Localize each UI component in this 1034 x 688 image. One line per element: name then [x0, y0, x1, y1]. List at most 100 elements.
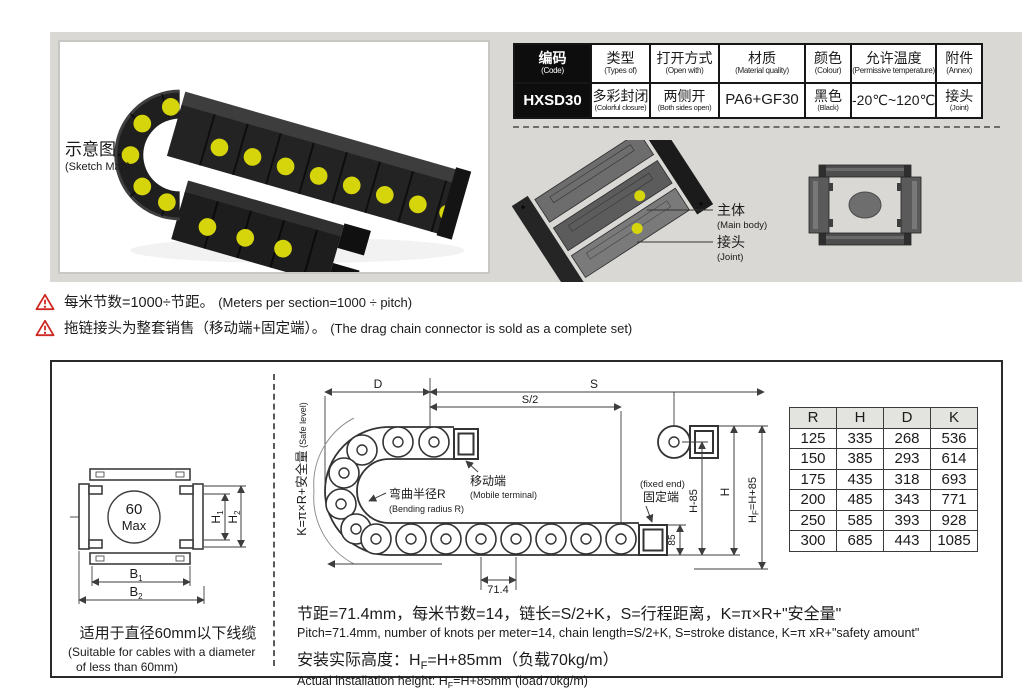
- dim-h2: H2: [226, 510, 242, 524]
- pitch-formula-en: Pitch=71.4mm, number of knots per meter=…: [297, 626, 920, 640]
- chain-links: [325, 426, 637, 555]
- dim-cell: 771: [930, 489, 978, 511]
- dim-cell: 614: [930, 448, 978, 470]
- chain-link-pins: [335, 436, 627, 545]
- spec-header-row: 编码(Code) 类型(Types of) 打开方式(Open with) 材质…: [513, 43, 984, 84]
- dim-header-cell: R: [789, 407, 837, 429]
- dim-cell: 318: [883, 468, 931, 490]
- note-pitch: 每米节数=1000÷节距。(Meters per section=1000 ÷ …: [35, 291, 412, 312]
- pitch-formula-zh: 节距=71.4mm，每米节数=14，链长=S/2+K，S=行程距离，K=π×R+…: [297, 606, 842, 623]
- chain-inner-edge: [356, 458, 639, 524]
- spec-table: 编码(Code) 类型(Types of) 打开方式(Open with) 材质…: [513, 43, 984, 119]
- dim-s: S: [590, 377, 598, 391]
- chain-outer-edge: [324, 426, 639, 556]
- spec-value-cell: 多彩封闭(Colorful closure): [590, 82, 651, 119]
- spec-value-cell: HXSD30: [513, 82, 592, 119]
- dim-cell: 685: [836, 530, 884, 552]
- spec-value-cell: 两侧开(Both sides open): [649, 82, 720, 119]
- dim-hf: HF=H+85: [747, 477, 761, 523]
- dim-h1: H1: [209, 510, 225, 524]
- dim-cell: 393: [883, 509, 931, 531]
- dim-cell: 1085: [930, 530, 978, 552]
- link-dots: [121, 98, 180, 212]
- spec-value-row: HXSD30 多彩封闭(Colorful closure) 两侧开(Both s…: [513, 82, 984, 119]
- spec-header-cell: 附件(Annex): [935, 43, 984, 84]
- bend-envelope-arc: [313, 417, 355, 565]
- cross-section-drawing: 60 Max H1 H2 B1 B2: [70, 468, 246, 604]
- safe-amount-label: K=π×R+安全量 (Safe level): [294, 402, 309, 535]
- dim-cell: 150: [789, 448, 837, 470]
- spec-value-cell: 黑色(Black): [804, 82, 852, 119]
- main-body-label: 主体: [717, 202, 745, 218]
- dim-cell: 250: [789, 509, 837, 531]
- spec-header-cell: 编码(Code): [513, 43, 592, 84]
- dim-85: 85: [667, 534, 678, 546]
- dim-header-cell: H: [836, 407, 884, 429]
- dim-d: D: [374, 377, 383, 391]
- dim-b2: B2: [129, 584, 143, 601]
- dim-b1: B1: [129, 566, 143, 583]
- dim-cell: 385: [836, 448, 884, 470]
- dim-header-cell: D: [883, 407, 931, 429]
- dim-cell: 268: [883, 427, 931, 449]
- dim-h-minus-85: H-85: [688, 489, 700, 513]
- joint-label: 接头: [717, 234, 745, 250]
- spec-value-cell: -20℃~120℃: [849, 82, 938, 119]
- warning-icon: [35, 293, 55, 310]
- spec-value-cell: PA6+GF30: [718, 82, 806, 119]
- mobile-end-connector: [453, 428, 479, 460]
- height-formula-en: Actual installation height: HF=H+85mm (l…: [297, 674, 588, 688]
- product-photo: [58, 40, 490, 274]
- note-connector: 拖链接头为整套销售（移动端+固定端）。(The drag chain conne…: [35, 317, 632, 338]
- dim-s-half: S/2: [522, 394, 539, 406]
- mobile-end-symbol: [657, 392, 719, 459]
- technical-drawing-panel: 60 Max H1 H2 B1 B2 适用于直径60mm以下线缆 (Suitab…: [50, 360, 1003, 688]
- fixed-end-label: (fixed end): [640, 479, 685, 490]
- sketch-3d-links: 主体 (Main body) 接头 (Joint): [511, 140, 767, 282]
- chain-lower-run: [171, 180, 371, 272]
- dim-cell: 343: [883, 489, 931, 511]
- chain-bend: [114, 89, 180, 221]
- product-overview-panel: 编码(Code) 类型(Types of) 打开方式(Open with) 材质…: [50, 32, 1022, 282]
- chain-side-view-drawing: D S S/2: [294, 377, 768, 596]
- dim-cell: 435: [836, 468, 884, 490]
- svg-text:固定端: 固定端: [643, 489, 679, 504]
- sketch-map-title: 示意图 (Sketch Map): [65, 140, 131, 173]
- dim-cell: 585: [836, 509, 884, 531]
- dim-cell: 175: [789, 468, 837, 490]
- height-formula-zh: 安装实际高度：HF=H+85mm（负载70kg/m）: [297, 652, 619, 673]
- cable-diameter-value: 60: [126, 501, 143, 518]
- dim-cell: 536: [930, 427, 978, 449]
- dim-cell: 928: [930, 509, 978, 531]
- dim-h: H: [718, 488, 732, 497]
- dim-cell: 125: [789, 427, 837, 449]
- dim-cell: 485: [836, 489, 884, 511]
- dim-cell: 693: [930, 468, 978, 490]
- svg-text:(Main body): (Main body): [717, 220, 767, 231]
- cross-section-caption: 适用于直径60mm以下线缆 (Suitable for cables with …: [68, 625, 257, 674]
- spec-header-cell: 允许温度(Permissive temperature): [849, 43, 938, 84]
- spec-value-cell: 接头(Joint): [935, 82, 984, 119]
- bending-radius-label: 弯曲半径R: [389, 486, 446, 501]
- spec-header-cell: 打开方式(Open with): [649, 43, 720, 84]
- dim-header-cell: K: [930, 407, 978, 429]
- spec-header-cell: 类型(Types of): [590, 43, 651, 84]
- spec-header-cell: 材质(Material quality): [718, 43, 806, 84]
- dashed-divider: [513, 126, 1000, 128]
- warning-icon: [35, 319, 55, 336]
- drag-chain-photo-illustration: [114, 89, 472, 272]
- svg-text:(Mobile terminal): (Mobile terminal): [470, 490, 537, 500]
- dim-cell: 300: [789, 530, 837, 552]
- dim-pitch: 71.4: [487, 584, 508, 596]
- dim-cell: 293: [883, 448, 931, 470]
- dim-cell: 335: [836, 427, 884, 449]
- spec-header-cell: 颜色(Colour): [804, 43, 852, 84]
